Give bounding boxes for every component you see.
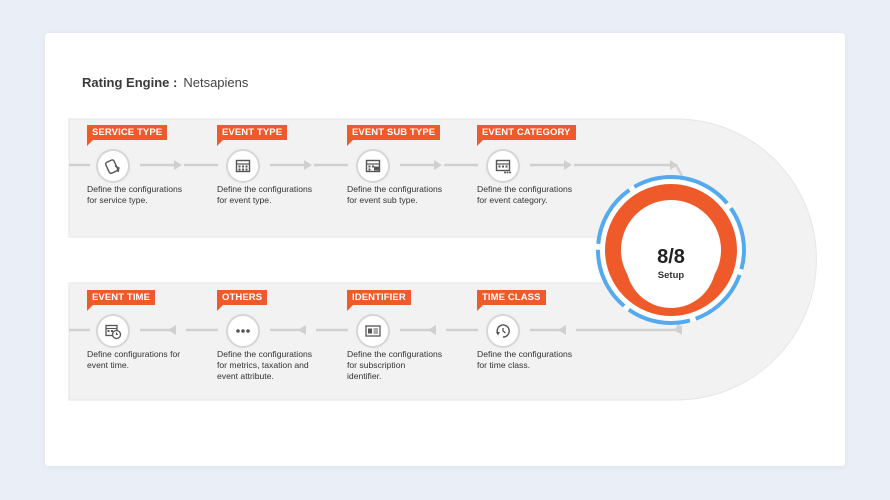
step-desc-line: for service type. [87, 195, 148, 205]
step-tag-event-time: EVENT TIME [87, 290, 156, 311]
step-tag-event-type: EVENT TYPE [217, 125, 288, 146]
calendar-grid-icon [226, 149, 260, 183]
step-desc-line: for time class. [477, 360, 531, 370]
setup-progress: 8/8 Setup [626, 218, 716, 308]
step-desc-line: for event category. [477, 195, 548, 205]
step-desc-line: Define the configurations [477, 349, 573, 359]
progress-count: 8/8 [657, 245, 685, 268]
step-desc-line: event attribute. [217, 371, 274, 381]
step-desc-line: for metrics, taxation and [217, 360, 309, 370]
step-desc-line: Define the configurations [347, 349, 443, 359]
step-desc-line: Define configurations for [87, 349, 181, 359]
step-desc-line: for event type. [217, 195, 272, 205]
step-desc-line: Define the configurations [477, 184, 573, 194]
page-title: Rating Engine : Netsapiens [82, 75, 248, 90]
step-tag-event-sub-type: EVENT SUB TYPE [347, 125, 441, 146]
progress-label: Setup [657, 269, 685, 281]
time-class-icon [486, 314, 520, 348]
category-icon [486, 149, 520, 183]
step-desc-line: Define the configurations [347, 184, 443, 194]
step-desc-line: for event sub type. [347, 195, 418, 205]
step-tag-time-class: TIME CLASS [477, 290, 546, 311]
calendar-clock-icon [96, 314, 130, 348]
step-desc-line: Define the configurations [217, 349, 313, 359]
id-card-icon [356, 314, 390, 348]
service-type-icon [96, 149, 130, 183]
title-value: Netsapiens [183, 75, 249, 90]
step-desc-line: Define the configurations [217, 184, 313, 194]
title-label: Rating Engine : [82, 75, 178, 90]
step-desc-line: event time. [87, 360, 130, 370]
step-tag-identifier: IDENTIFIER [347, 290, 411, 311]
step-tag-service-type: SERVICE TYPE [87, 125, 168, 146]
step-tag-event-category: EVENT CATEGORY [477, 125, 576, 146]
step-tag-others: OTHERS [217, 290, 268, 311]
step-desc-line: for subscription [347, 360, 406, 370]
more-dots-icon [226, 314, 260, 348]
step-desc-line: identifier. [347, 371, 382, 381]
sub-type-icon [356, 149, 390, 183]
step-desc-line: Define the configurations [87, 184, 183, 194]
